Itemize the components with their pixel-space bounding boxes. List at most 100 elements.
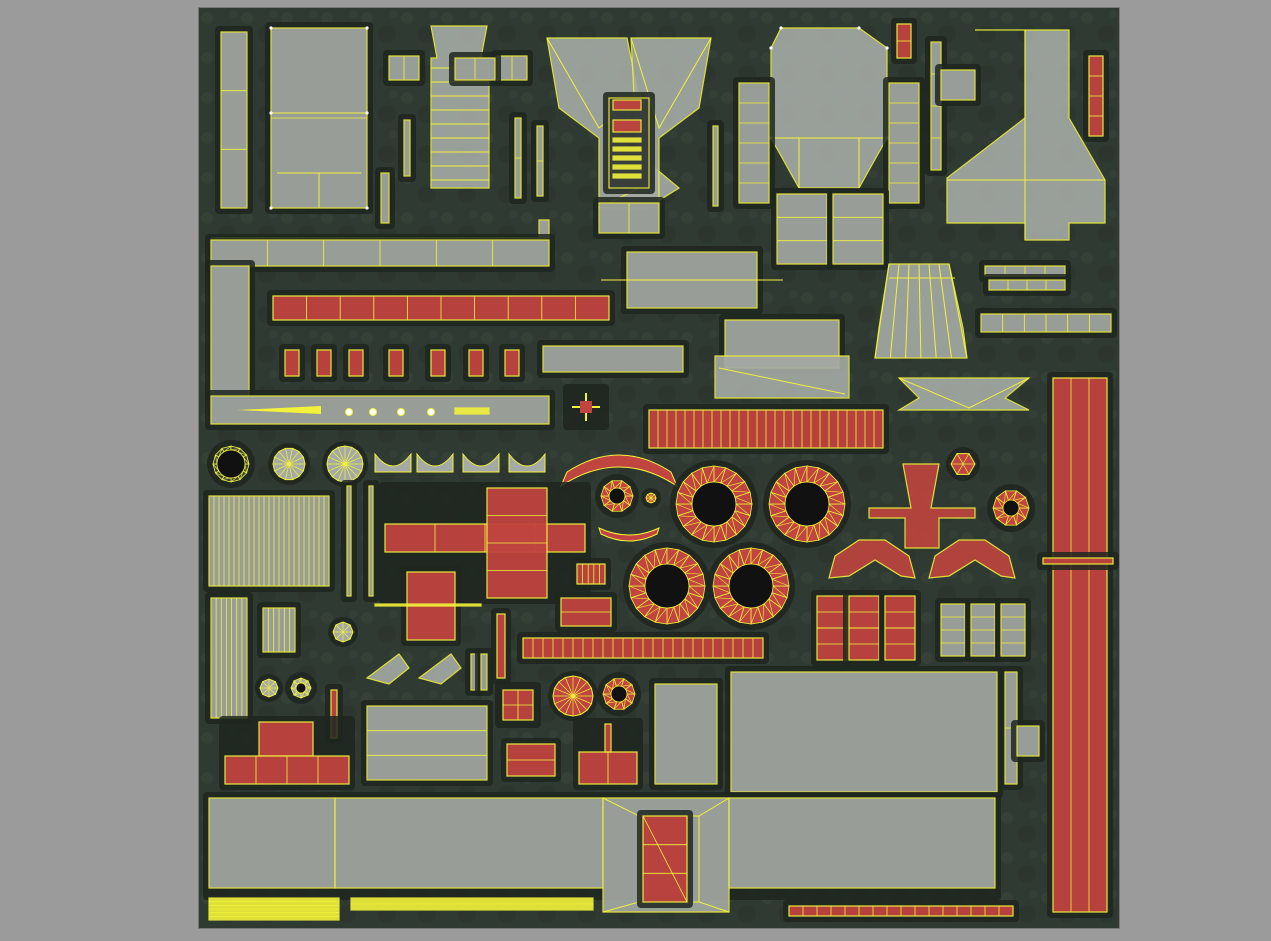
uv-island-24[interactable] <box>733 77 775 209</box>
uv-island-131[interactable] <box>350 897 594 911</box>
uv-disc-selected-69[interactable] <box>641 488 661 508</box>
uv-ring-selected-102[interactable] <box>597 672 641 716</box>
uv-disc-105[interactable] <box>255 674 283 702</box>
uv-bracket-55[interactable] <box>896 377 1031 411</box>
uv-island-3[interactable] <box>398 114 416 182</box>
uv-layout[interactable] <box>199 8 1119 928</box>
uv-island-25[interactable] <box>883 77 925 209</box>
uv-island-selected-44[interactable] <box>425 344 451 382</box>
uv-island-15[interactable] <box>612 146 642 152</box>
uv-disc-selected-101[interactable] <box>548 671 598 721</box>
uv-ring-60[interactable] <box>207 440 255 488</box>
uv-island-selected-43[interactable] <box>383 344 409 382</box>
uv-island-27[interactable] <box>827 188 889 270</box>
uv-island-selected-93[interactable] <box>555 592 617 632</box>
uv-arch-79[interactable] <box>928 539 1016 579</box>
uv-island-selected-81[interactable] <box>843 590 885 666</box>
uv-island-selected-90[interactable] <box>384 523 586 553</box>
uv-island-selected-116[interactable] <box>501 738 561 782</box>
uv-island-selected-46[interactable] <box>499 344 525 382</box>
uv-island-120[interactable] <box>649 678 723 790</box>
uv-island-selected-39[interactable] <box>267 290 615 326</box>
uv-island-selected-28[interactable] <box>891 18 917 64</box>
uv-island-54[interactable] <box>975 308 1117 338</box>
uv-island-85[interactable] <box>995 598 1031 662</box>
uv-island-129[interactable] <box>728 797 996 889</box>
uv-island-47[interactable] <box>537 340 689 378</box>
uv-island-95[interactable] <box>374 603 482 607</box>
uv-island-selected-12[interactable] <box>612 99 642 111</box>
uv-island-83[interactable] <box>935 598 971 662</box>
uv-island-selected-92[interactable] <box>571 558 611 590</box>
uv-island-130[interactable] <box>208 897 340 921</box>
uv-arc-64[interactable] <box>416 452 454 473</box>
uv-island-88[interactable] <box>363 480 379 602</box>
uv-shade-51[interactable] <box>874 263 968 359</box>
uv-disc-62[interactable] <box>322 441 368 487</box>
uv-island-selected-32[interactable] <box>1083 50 1109 142</box>
uv-bracket-small-108[interactable] <box>365 653 410 685</box>
uv-island-111[interactable] <box>475 648 493 696</box>
uv-island-2[interactable] <box>265 22 373 214</box>
uv-island-17[interactable] <box>612 164 642 170</box>
uv-island-selected-118[interactable] <box>578 751 638 785</box>
uv-island-22[interactable] <box>707 120 724 212</box>
uv-ring-selected-68[interactable] <box>595 474 639 518</box>
uv-arc-63[interactable] <box>374 452 412 473</box>
uv-island-87[interactable] <box>341 480 357 602</box>
uv-island-21[interactable] <box>531 120 549 202</box>
uv-ring-selected-71[interactable] <box>763 460 851 548</box>
uv-island-selected-56[interactable] <box>1047 372 1113 918</box>
uv-island-6[interactable] <box>383 50 425 86</box>
uv-island-53[interactable] <box>983 274 1071 296</box>
uv-island-selected-40[interactable] <box>279 344 305 382</box>
uv-island-121[interactable] <box>725 666 1003 798</box>
uv-island-selected-82[interactable] <box>879 590 921 666</box>
uv-rail-bottom-37[interactable] <box>237 406 435 416</box>
uv-island-selected-59[interactable] <box>643 404 889 454</box>
uv-arc-selected-67[interactable] <box>559 454 679 488</box>
uv-island-97[interactable] <box>257 602 301 658</box>
uv-jacket-31[interactable] <box>946 29 1106 241</box>
uv-island-selected-113[interactable] <box>258 721 314 757</box>
uv-arc-small-74[interactable] <box>598 527 660 542</box>
uv-texture-canvas[interactable] <box>199 8 1119 928</box>
uv-island-4[interactable] <box>375 167 395 229</box>
uv-island-selected-99[interactable] <box>491 608 511 684</box>
uv-island-8[interactable] <box>449 52 501 86</box>
uv-island-30[interactable] <box>935 64 981 106</box>
uv-bench-50[interactable] <box>714 355 850 399</box>
uv-island-36[interactable] <box>205 390 555 430</box>
uv-ring-selected-77[interactable] <box>987 484 1035 532</box>
uv-disc-98[interactable] <box>328 617 358 647</box>
uv-island-20[interactable] <box>509 112 527 204</box>
uv-disc-61[interactable] <box>268 443 310 485</box>
uv-island-selected-119[interactable] <box>604 723 612 753</box>
uv-island-14[interactable] <box>612 137 642 143</box>
uv-island-86[interactable] <box>203 490 335 592</box>
uv-island-35[interactable] <box>205 260 255 402</box>
uv-bowtie-75[interactable] <box>868 463 976 549</box>
uv-ring-106[interactable] <box>285 672 317 704</box>
uv-island-48[interactable] <box>601 246 783 314</box>
uv-ring-selected-72[interactable] <box>623 542 711 630</box>
uv-island-26[interactable] <box>771 188 833 270</box>
uv-island-selected-114[interactable] <box>224 755 350 785</box>
uv-arch-78[interactable] <box>828 539 916 579</box>
uv-island-selected-57[interactable] <box>1037 552 1119 570</box>
uv-island-16[interactable] <box>612 155 642 161</box>
uv-bracket-small-109[interactable] <box>417 653 462 685</box>
uv-arc-66[interactable] <box>508 452 546 473</box>
uv-island-123[interactable] <box>1011 720 1045 762</box>
uv-island-19[interactable] <box>593 197 665 239</box>
uv-island-34[interactable] <box>205 234 555 272</box>
uv-island-selected-80[interactable] <box>811 590 853 666</box>
uv-island-selected-104[interactable] <box>502 689 534 721</box>
uv-ring-selected-73[interactable] <box>707 542 795 630</box>
uv-island-126[interactable] <box>334 797 604 889</box>
uv-island-96[interactable] <box>205 592 253 724</box>
uv-island-selected-132[interactable] <box>783 900 1019 922</box>
uv-island-1[interactable] <box>215 26 253 214</box>
uv-ring-selected-70[interactable] <box>670 460 758 548</box>
